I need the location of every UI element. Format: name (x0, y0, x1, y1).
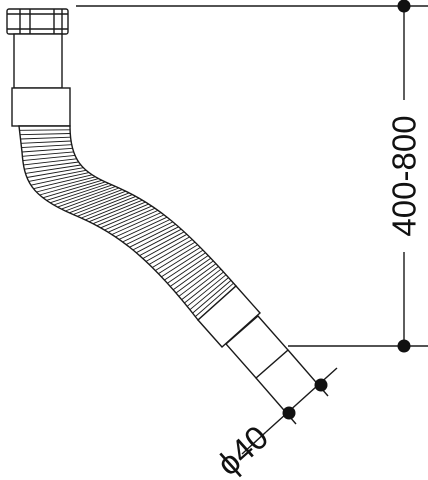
sleeve-collar (197, 285, 261, 348)
length-dimension (76, 5, 428, 347)
hose-rib (118, 216, 168, 240)
hose-rib (186, 274, 227, 307)
hose-rib (111, 212, 162, 235)
hose-rib (142, 233, 188, 259)
hose-rib (184, 271, 224, 304)
hose-rib (30, 172, 90, 186)
hose-rib (96, 203, 149, 227)
hose-rib (155, 244, 198, 271)
hose-rib (88, 199, 143, 223)
hose-rib (26, 167, 84, 178)
hose-rib (81, 195, 136, 219)
diameter-dot-right (314, 378, 328, 392)
diameter-leader-line (241, 431, 267, 455)
hose-rib (21, 147, 73, 153)
hose-rib (132, 226, 179, 251)
hose-rib (33, 174, 93, 190)
hose-rib (57, 186, 116, 208)
hose-rib (77, 194, 133, 217)
hose-rib (125, 221, 174, 245)
hose-rib (69, 190, 126, 214)
top-terminator-dot (397, 0, 411, 13)
hose-rib (73, 192, 130, 215)
hose-rib (53, 184, 113, 206)
hose-rib (192, 280, 232, 314)
hose-rib (104, 207, 156, 231)
hose-rib (61, 187, 120, 210)
hose-rib (25, 164, 81, 174)
hose-rib (24, 161, 79, 170)
hose-ribs (19, 129, 234, 317)
hose-rib (20, 140, 72, 144)
hose-rib (178, 266, 219, 297)
hose-outline (18, 125, 237, 322)
hose-rib (65, 189, 123, 212)
hose-rib (136, 228, 182, 254)
hose-rib (108, 209, 159, 233)
upper-pipe-connector (11, 33, 71, 127)
hose-rib (39, 178, 99, 196)
hose-rib (22, 154, 75, 162)
diameter-dot-left (282, 406, 296, 420)
hose-rib (46, 181, 106, 201)
length-dimension-label: 400-800 (386, 115, 423, 236)
hose-rib (20, 136, 71, 140)
hose-rib (100, 205, 152, 229)
hose-rib (158, 247, 201, 274)
hose-rib (23, 158, 77, 166)
hose-rib (172, 260, 214, 291)
threaded-nut (6, 8, 69, 35)
hose-rib (152, 241, 196, 268)
hose-rib (92, 201, 146, 225)
hose-rib (22, 151, 74, 157)
hose-rib (36, 176, 96, 193)
hose-rib (189, 277, 229, 311)
hose-rib (122, 219, 171, 243)
corrugated-hose (18, 125, 237, 322)
hose-rib (170, 257, 212, 287)
hose-rib (195, 282, 234, 317)
hose-rib (164, 252, 206, 281)
hose-rib (21, 144, 72, 149)
hose-rib (145, 236, 190, 262)
hose-rib (148, 239, 193, 265)
hose-rib (139, 231, 185, 256)
hose-rib (129, 223, 176, 248)
hose-rib (85, 197, 140, 221)
hose-rib (42, 179, 103, 199)
hose-rib (161, 249, 204, 278)
bottom-terminator-dot (397, 339, 411, 353)
diameter-dimension-line (265, 367, 338, 433)
diameter-label: ϕ40 (209, 418, 275, 480)
hose-rib (115, 214, 165, 238)
hose-rib (181, 268, 222, 300)
hose-rib (19, 129, 71, 131)
hose-rib (28, 169, 87, 182)
hose-rib (167, 255, 209, 284)
hose-rib (19, 133, 71, 136)
hose-rib (49, 183, 109, 204)
hose-rib (175, 263, 217, 294)
